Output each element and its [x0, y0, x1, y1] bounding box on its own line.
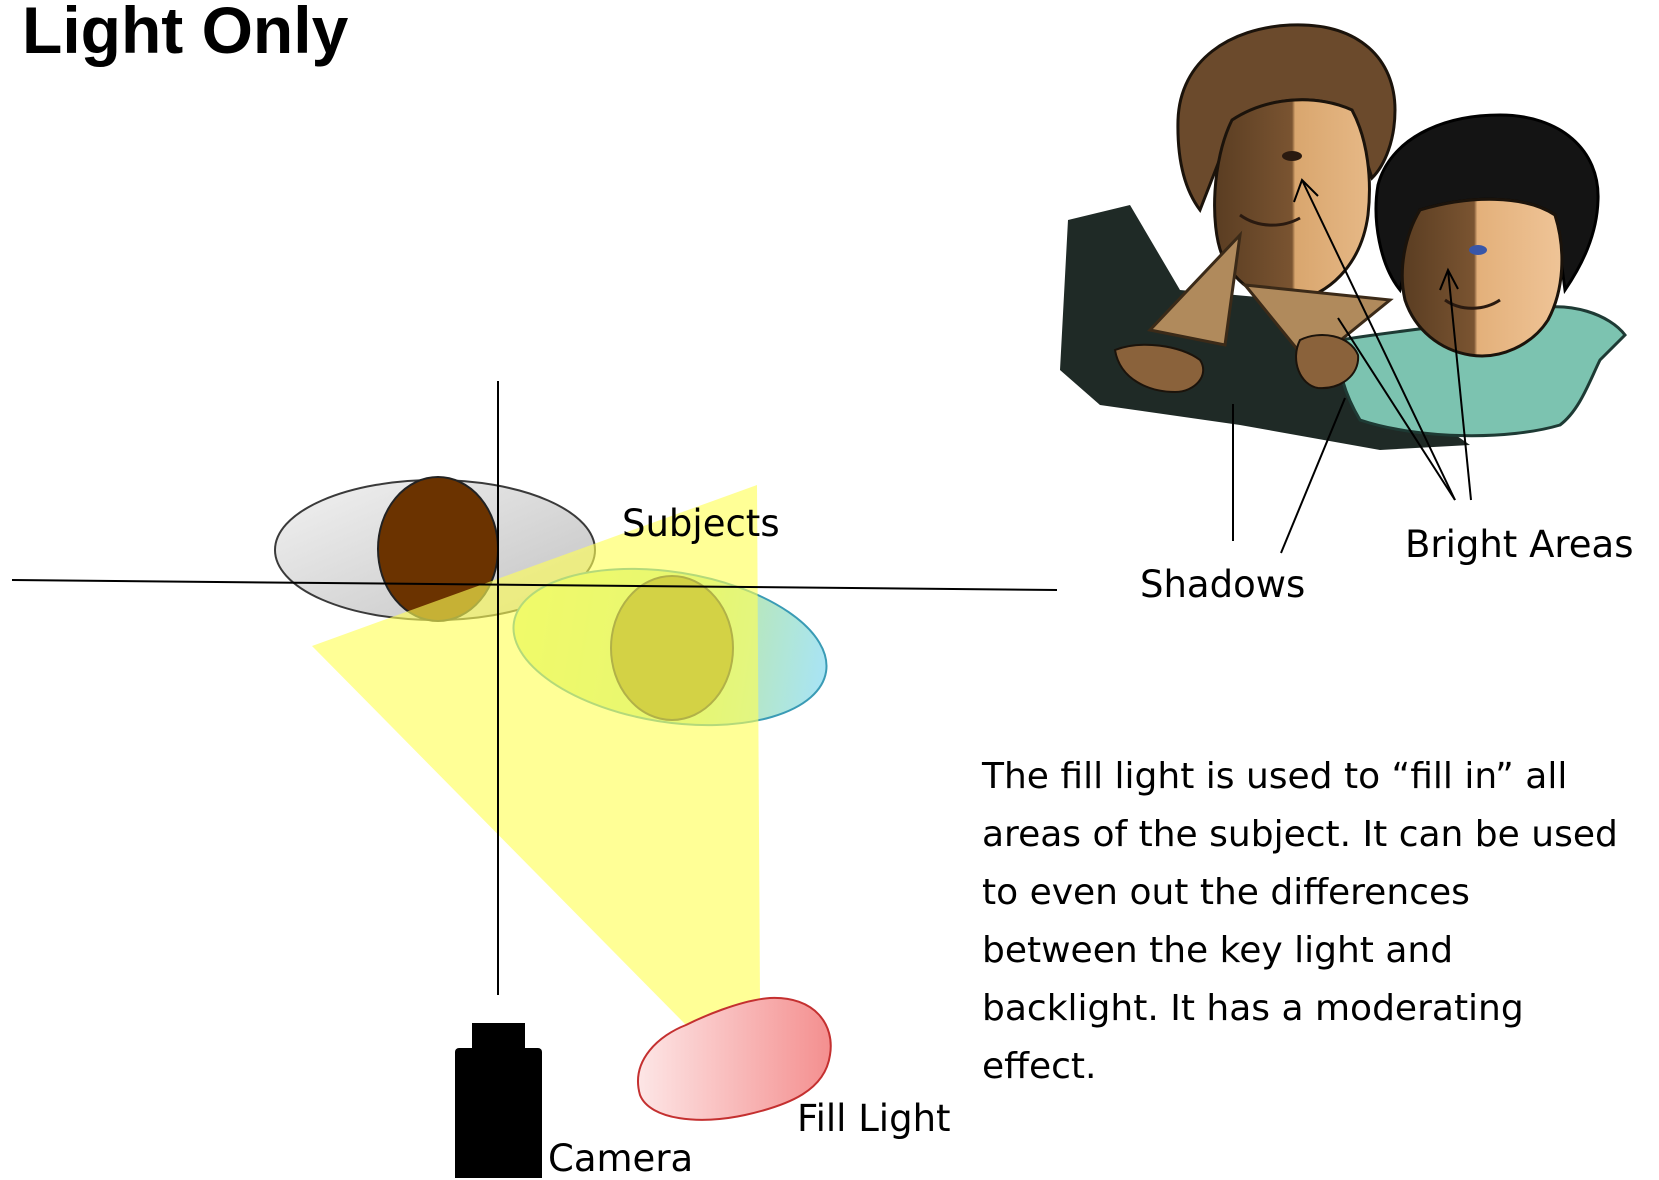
illustration-woman-mouth	[1444, 298, 1501, 310]
camera-icon	[455, 1023, 542, 1178]
fill-light-beam	[312, 485, 760, 1025]
illustration-man-mouth	[1239, 213, 1301, 227]
bright-areas-callout-line-3	[1447, 269, 1472, 501]
illustration-couple-eating-pizza	[1060, 23, 1627, 450]
bright-areas-arrowhead-1	[1293, 178, 1319, 203]
description-text: The fill light is used to “fill in” all …	[982, 756, 1618, 1087]
subjects-label: Subjects	[622, 502, 780, 545]
illustration-pizza-slice-left	[1147, 230, 1243, 347]
bright-areas-callout-line-1	[1301, 179, 1456, 501]
fill-light-label: Fill Light	[797, 1097, 951, 1140]
bright-areas-arrowhead-3	[1439, 267, 1459, 291]
bright-areas-label: Bright Areas	[1405, 523, 1634, 566]
shadows-callout-line-2	[1280, 397, 1346, 554]
camera-label: Camera	[548, 1137, 694, 1180]
bright-areas-callout-line-2	[1337, 317, 1456, 501]
shadows-label: Shadows	[1140, 563, 1306, 606]
illustration-woman-face	[1400, 197, 1564, 358]
illustration-woman-hair	[1374, 113, 1600, 295]
horizontal-axis-line	[11, 579, 1058, 591]
illustration-pizza-slice-right	[1241, 283, 1394, 368]
fill-light-unit	[637, 996, 832, 1121]
illustration-man-hair	[1176, 23, 1397, 214]
illustration-hand-right	[1295, 334, 1360, 390]
slide-title: Light Only	[22, 0, 349, 67]
illustration-hand-left	[1113, 343, 1205, 394]
illustration-woman-eye	[1469, 245, 1487, 255]
illustration-man-eye	[1282, 151, 1302, 161]
